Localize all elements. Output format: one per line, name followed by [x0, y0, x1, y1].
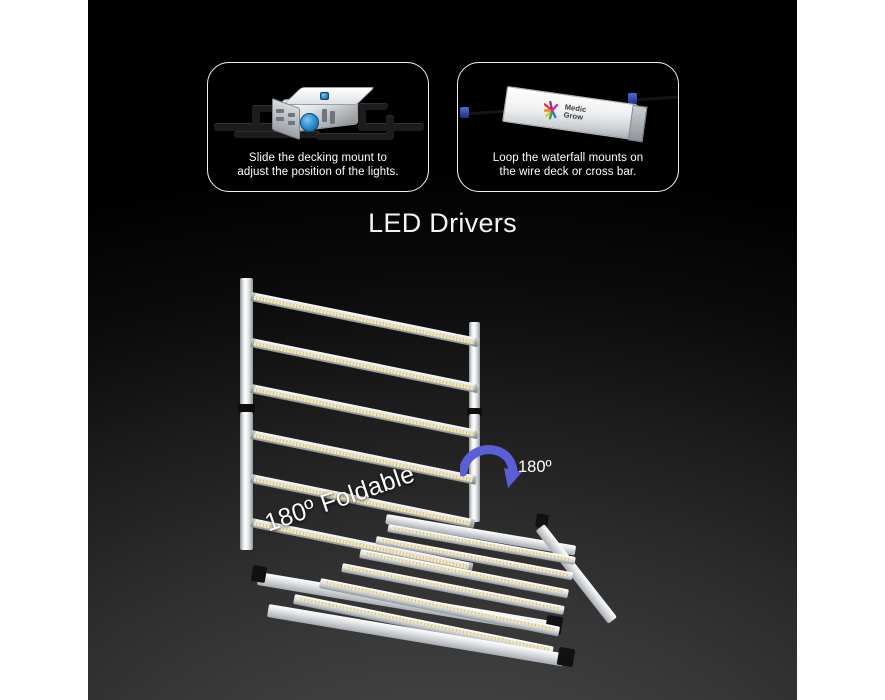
led-bar-upright-1 — [250, 292, 480, 348]
waterfall-mount-illustration: Medic Grow — [458, 69, 679, 155]
decking-mount-illustration — [208, 69, 428, 155]
led-bar-upright-3 — [250, 384, 480, 440]
driver-vent-5 — [322, 109, 327, 122]
page-title: LED Drivers — [368, 208, 517, 238]
upright-hinge-right — [467, 408, 482, 416]
folded-corner-left — [250, 564, 268, 584]
upright-rail-right-upper — [469, 322, 480, 410]
driver-vent-6 — [330, 111, 335, 124]
upright-rail-left-lower — [240, 412, 253, 550]
led-grow-light-fixture — [88, 0, 797, 700]
decking-bracket-left-riser — [252, 107, 260, 127]
decking-bracket-right-riser — [358, 105, 366, 125]
upright-rail-left-upper — [240, 278, 253, 406]
decking-bracket-left-inner — [234, 131, 320, 138]
folded-frame-edge-bottom — [266, 604, 565, 667]
callout-caption-waterfall-mount: Loop the waterfall mounts on the wire de… — [492, 152, 644, 178]
decking-bracket-left-outer — [214, 123, 276, 131]
callout-panel-decking-mount: Slide the decking mount to adjust the po… — [207, 62, 429, 192]
upright-rail-right-lower — [469, 414, 480, 522]
led-diodes — [253, 295, 476, 345]
led-diodes — [253, 341, 476, 391]
decking-bracket-right-step — [386, 115, 394, 137]
decking-bracket-right-arm — [358, 103, 388, 110]
waterfall-driver-body: Medic Grow — [502, 85, 648, 143]
folded-corner-bottom-right — [556, 646, 576, 668]
led-bar-endcap — [469, 518, 476, 529]
led-bar-upright-2 — [250, 338, 480, 394]
driver-vent-3 — [288, 113, 295, 117]
rotation-arrow-icon — [458, 442, 522, 500]
brand-logo-medic-grow: Medic Grow — [542, 99, 602, 127]
driver-vent-4 — [288, 121, 295, 125]
driver-vent-1 — [276, 109, 284, 113]
waterfall-plug-left-icon — [460, 107, 469, 118]
waterfall-plug-right-icon — [628, 93, 637, 104]
upright-hinge-left — [238, 404, 255, 413]
driver-power-port-icon — [300, 113, 319, 132]
decking-bracket-left-arm — [252, 105, 286, 112]
product-scene: Slide the decking mount to adjust the po… — [88, 0, 797, 700]
decking-bracket-right-inner — [316, 133, 394, 140]
rotation-angle-label: 180º — [518, 458, 552, 476]
driver-indicator-icon — [320, 92, 329, 100]
driver-vent-2 — [276, 117, 284, 121]
callout-panel-waterfall-mount: Medic Grow Loop the waterfall mounts on … — [457, 62, 679, 192]
led-diodes — [253, 387, 476, 437]
callout-caption-decking-mount: Slide the decking mount to adjust the po… — [237, 152, 399, 178]
